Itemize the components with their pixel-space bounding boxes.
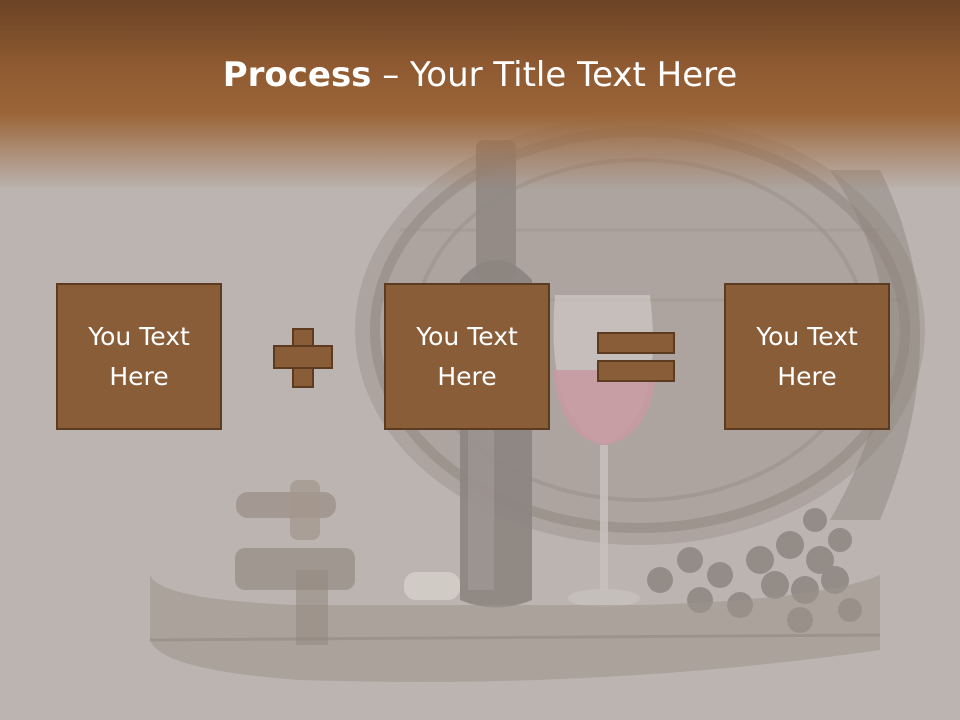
- process-box-1: You Text Here: [56, 283, 222, 430]
- process-box-2: You Text Here: [384, 283, 550, 430]
- process-box-2-text: You Text Here: [416, 321, 518, 391]
- title-bold: Process: [222, 55, 372, 95]
- slide-title: Process – Your Title Text Here: [0, 55, 960, 95]
- process-box-3: You Text Here: [724, 283, 890, 430]
- process-box-1-text: You Text Here: [88, 321, 190, 391]
- header-band: [0, 0, 960, 190]
- title-rest: – Your Title Text Here: [371, 55, 738, 95]
- process-box-3-text: You Text Here: [756, 321, 858, 391]
